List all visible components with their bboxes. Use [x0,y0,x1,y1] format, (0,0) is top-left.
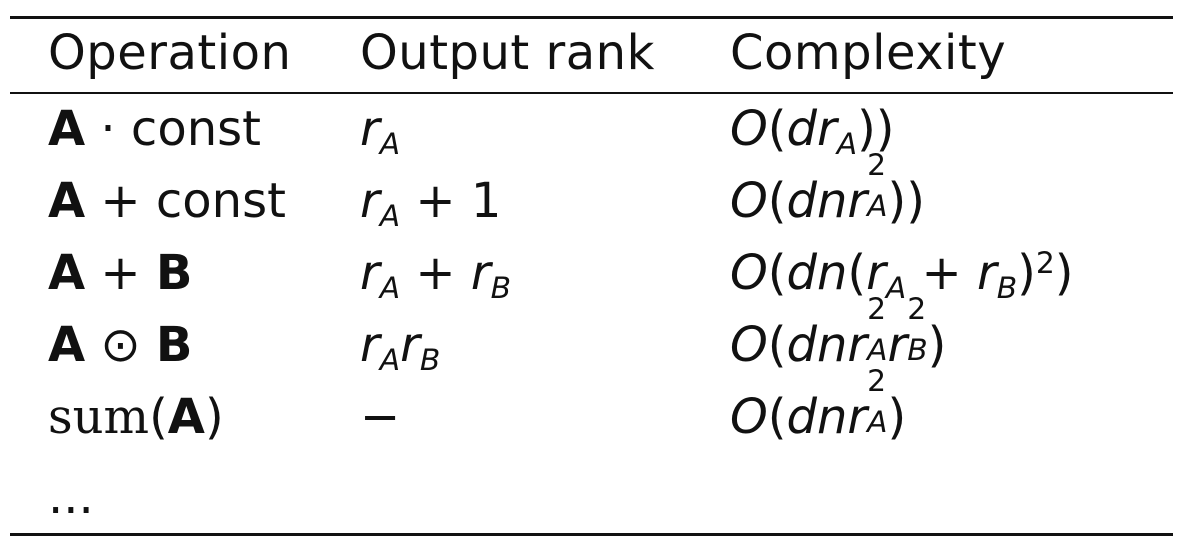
table-row: A · const rA O(drA)) [0,94,1183,164]
ellipsis-cell: ... [48,469,94,525]
output-rank-cell: rA + rB [360,245,511,306]
complexity-cell: O(dn(rA + rB)2) [730,245,1074,306]
operation-cell: A + B [48,245,193,301]
operation-cell: sum(A) [48,389,224,445]
header-rule [10,92,1173,94]
operation-cell: A · const [48,101,261,157]
operation-cell: A ⊙ B [48,317,193,373]
output-rank-cell: rA + 1 [360,173,502,234]
complexity-cell: O(drA)) [730,101,895,162]
operation-cell: A + const [48,173,286,229]
bottom-rule [10,533,1173,536]
output-rank-cell: − [360,389,401,445]
output-rank-cell: rArB [360,317,441,378]
table-row: ... [0,462,1183,532]
header-operation: Operation [48,25,292,81]
top-rule [10,16,1173,19]
table-header-row: Operation Output rank Complexity [0,18,1183,88]
header-complexity: Complexity [730,25,1007,81]
output-rank-cell: rA [360,101,401,162]
table-row: A + B rA + rB O(dn(rA + rB)2) [0,238,1183,308]
header-output-rank: Output rank [360,25,655,81]
